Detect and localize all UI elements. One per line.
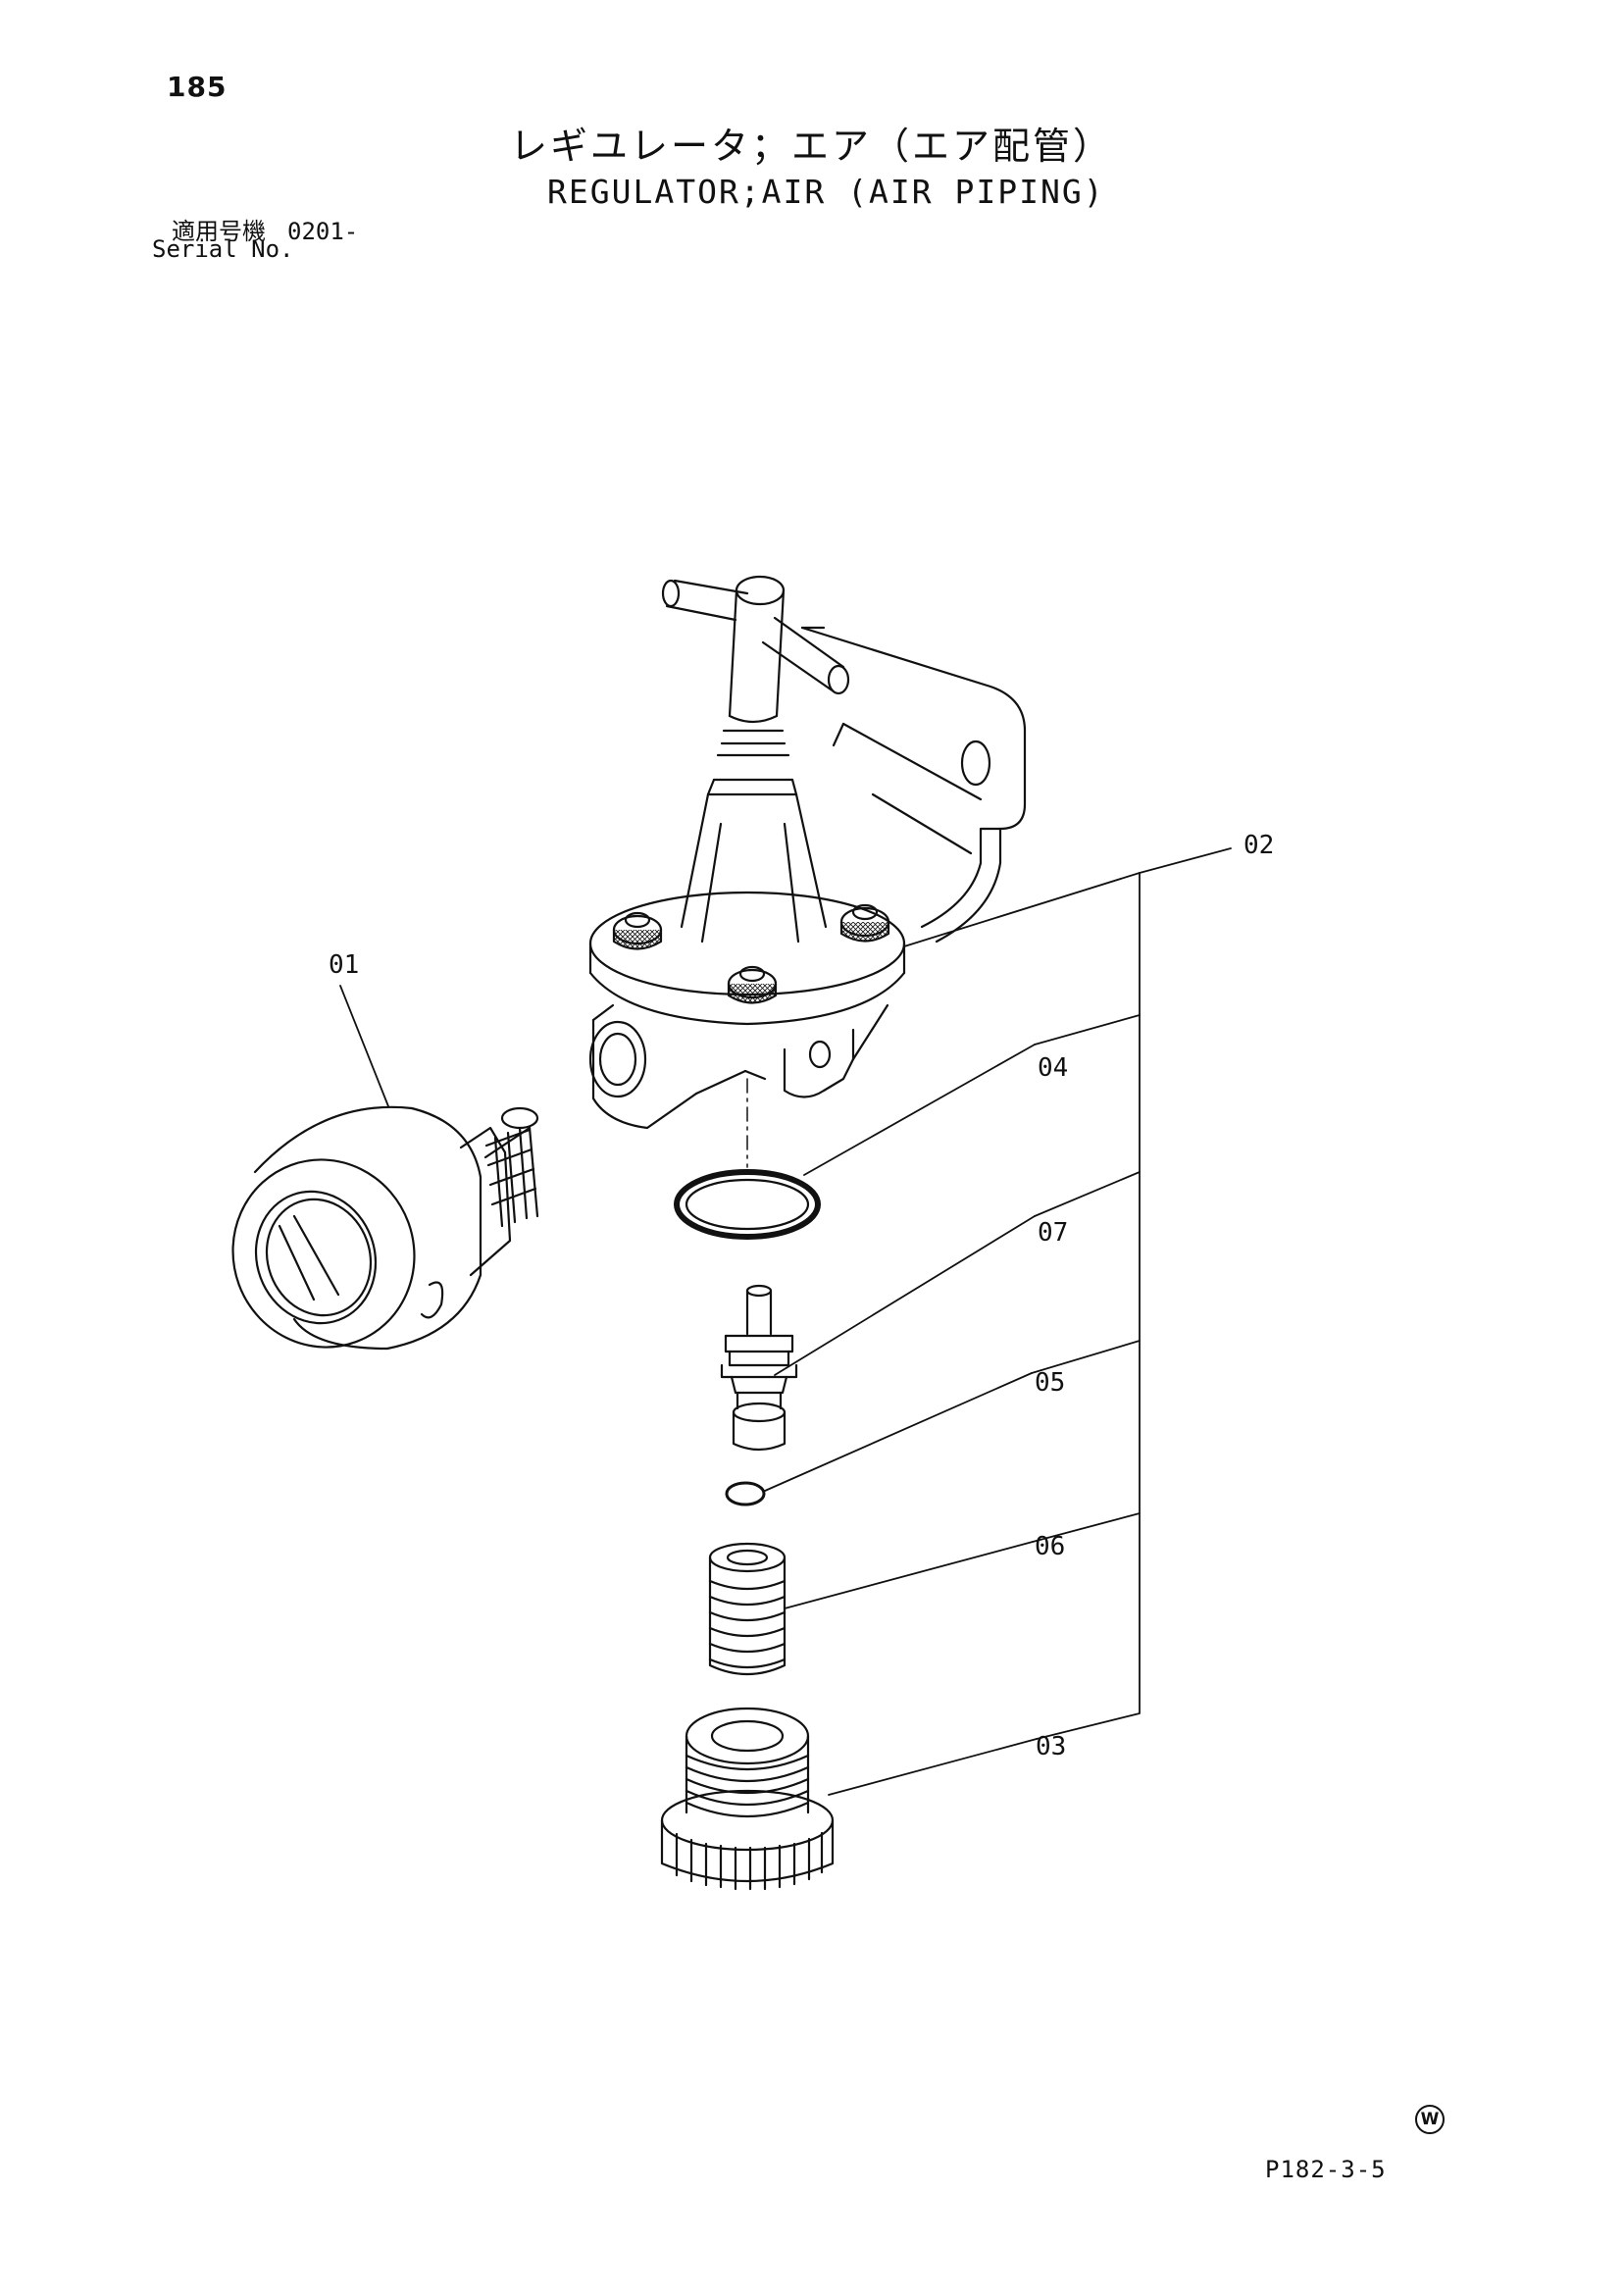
callout-02: 02	[1243, 831, 1274, 860]
o-ring-small-part	[725, 1481, 766, 1506]
spring-part	[708, 1542, 787, 1676]
callout-03: 03	[1036, 1732, 1066, 1761]
flange-bolt	[839, 903, 890, 943]
o-ring-large-part	[674, 1169, 821, 1240]
flange-bolt	[612, 911, 663, 950]
callout-06: 06	[1035, 1532, 1065, 1561]
serial-label-ja-text: 適用号機	[172, 218, 266, 245]
pressure-gauge-part	[231, 1105, 539, 1351]
serial-label-english: Serial No.	[152, 235, 294, 263]
adjusting-cap-part	[660, 1707, 835, 1891]
callout-07: 07	[1038, 1218, 1068, 1248]
page-code: P182-3-5	[1265, 2156, 1387, 2183]
leader-lines	[339, 847, 1232, 1796]
callout-01: 01	[329, 950, 359, 980]
callout-04: 04	[1038, 1053, 1068, 1083]
page-title-english: REGULATOR;AIR (AIR PIPING)	[547, 173, 1105, 211]
callout-05: 05	[1035, 1368, 1065, 1398]
flange-bolt	[727, 965, 778, 1004]
page-title-japanese: レギユレータ；エア（エア配管）	[510, 125, 1114, 168]
regulator-body-part	[588, 575, 1027, 1130]
trademark-symbol: W	[1415, 2105, 1445, 2134]
page-number: 185	[167, 71, 228, 103]
serial-label-japanese: 適用号機 0201-	[172, 212, 358, 246]
serial-value: 0201-	[287, 218, 359, 245]
valve-stem-part	[720, 1284, 798, 1452]
